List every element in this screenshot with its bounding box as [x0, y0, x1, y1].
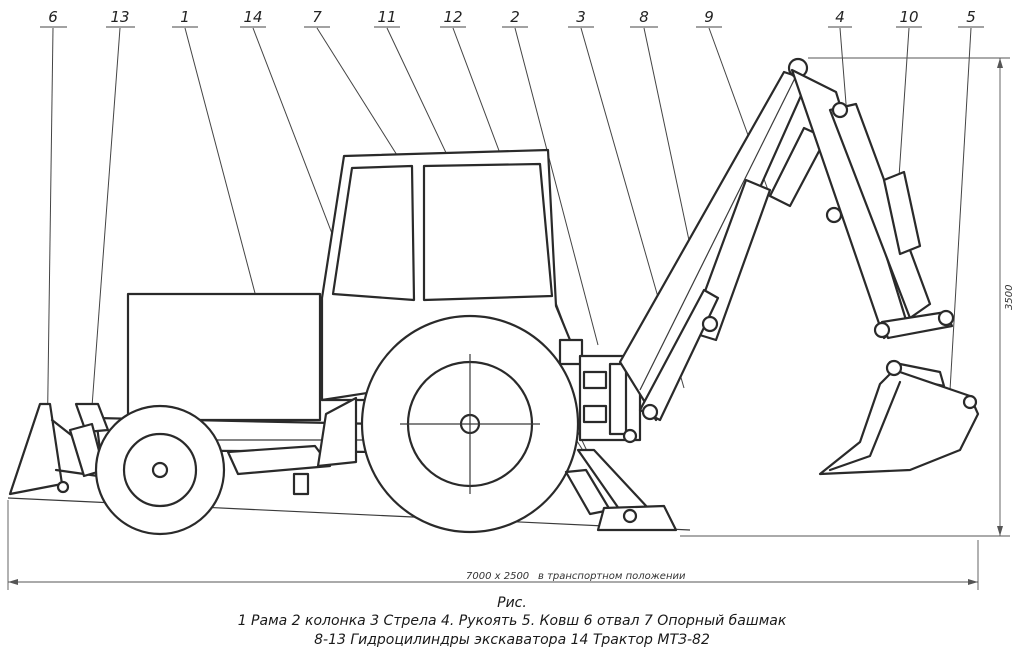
- callout-13: 13: [110, 8, 129, 26]
- callout-10: 10: [899, 8, 918, 26]
- callout-8: 8: [639, 8, 649, 26]
- callout-4: 4: [835, 8, 845, 26]
- boom-cylinders: [638, 126, 828, 422]
- arm: [790, 68, 932, 340]
- height-dimension: 3500: [680, 57, 1015, 537]
- dimension-transport-note: в транспортном положении: [538, 571, 686, 582]
- callout-11: 11: [377, 8, 396, 26]
- support-shoe: [564, 448, 678, 532]
- callout-6: 6: [48, 8, 58, 26]
- callout-12: 12: [443, 8, 462, 26]
- boom: [618, 57, 810, 422]
- rear-wheel: [360, 314, 580, 534]
- dimension-overall: 7000 х 2500: [466, 571, 529, 582]
- callout-3: 3: [576, 8, 586, 26]
- bucket: [818, 359, 980, 476]
- callout-9: 9: [704, 8, 714, 26]
- caption-title: Рис.: [497, 595, 527, 611]
- callout-7: 7: [312, 8, 322, 26]
- callout-2: 2: [510, 8, 520, 26]
- caption-legend-line2: 8-13 Гидроцилиндры экскаватора 14 Тракто…: [314, 632, 710, 648]
- dimension-height: 3500: [1004, 285, 1015, 310]
- dozer-blade: [8, 402, 110, 496]
- callout-1: 1: [180, 8, 190, 26]
- column: [578, 350, 642, 444]
- caption-legend-line1: 1 Рама 2 колонка 3 Стрела 4. Рукоять 5. …: [237, 613, 787, 629]
- callout-5: 5: [966, 8, 976, 26]
- callout-labels: 6 13 1 14 7 11 12 2 3 8 9 4 10 5: [48, 8, 976, 26]
- overall-dimension: 7000 х 2500 в транспортном положении: [7, 500, 979, 590]
- arm-cylinder: [882, 170, 922, 256]
- callout-14: 14: [243, 8, 262, 26]
- bucket-linkage: [873, 309, 955, 388]
- front-wheel: [94, 404, 226, 536]
